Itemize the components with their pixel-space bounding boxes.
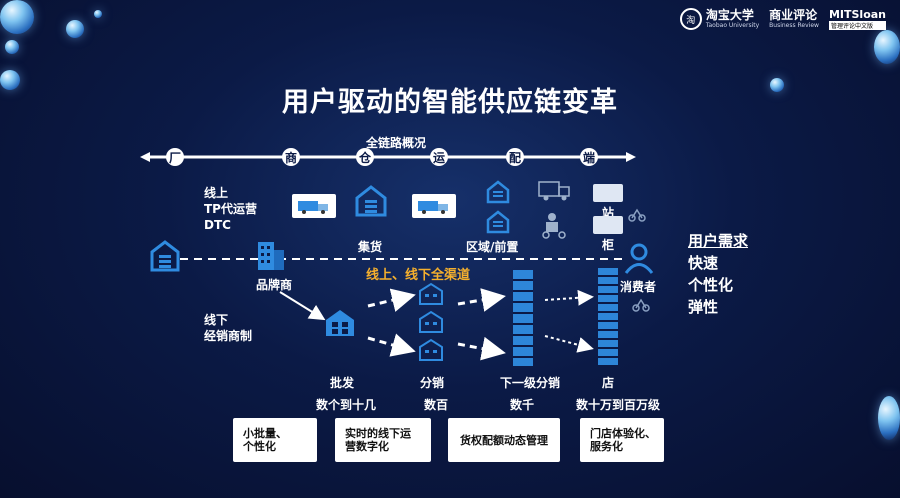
count-wholesale: 数个到十几	[316, 398, 377, 412]
arrow-brand-wholesale	[279, 291, 326, 321]
online-label: 线上 TP代运营 DTC	[204, 186, 257, 232]
station-icon	[593, 184, 623, 202]
delivery-van-icon	[538, 181, 570, 201]
requirement-item: 弹性	[688, 298, 719, 316]
decor-bubble	[66, 20, 84, 38]
distributor-stack	[418, 282, 444, 366]
brand-label: 品牌商	[256, 278, 293, 292]
consumer-label: 消费者	[620, 280, 657, 294]
chain-node-warehouse: 仓	[356, 148, 374, 166]
taobao-seal-icon: 淘	[679, 8, 702, 30]
requirement-item: 个性化	[688, 276, 734, 294]
channel-label: 线上、线下全渠道	[366, 268, 471, 283]
decor-bubble	[0, 0, 34, 34]
review-en: Business Review	[769, 22, 819, 29]
requirements-panel: 用户需求 快速 个性化 弹性	[688, 230, 748, 318]
dian-label: 店	[602, 376, 615, 390]
factory-icon	[150, 240, 180, 272]
count-next-level: 数千	[510, 398, 535, 412]
brand-building-icon	[258, 242, 284, 270]
decor-bubble	[878, 396, 900, 440]
xiayiji-label: 下一级分销	[500, 376, 561, 390]
arrow-next-2	[457, 336, 506, 361]
chain-heading: 全链路概况	[366, 136, 427, 150]
count-store: 数十万到百万级	[576, 398, 661, 412]
regional-warehouse-icon	[486, 180, 510, 204]
courier-icon	[542, 213, 566, 239]
quyu-label: 区域/前置	[466, 240, 519, 254]
decor-bubble	[874, 30, 900, 64]
taobao-logo: 淘 淘宝大学 Taobao University	[679, 8, 760, 30]
scooter-icon	[632, 298, 650, 312]
mit-name: MITSloan	[828, 8, 886, 21]
decor-bubble	[0, 70, 20, 90]
mit-logo: MITSloan 管理评论中文版	[828, 8, 886, 30]
requirements-title: 用户需求	[688, 232, 749, 250]
gui-label: 柜	[602, 238, 615, 252]
pifa-label: 批发	[330, 376, 355, 390]
review-logo: 商业评论 Business Review	[769, 8, 819, 30]
chain-node-transport: 运	[430, 148, 448, 166]
review-name: 商业评论	[769, 8, 818, 22]
arrow-store-1	[544, 289, 594, 306]
logo-bar: 淘 淘宝大学 Taobao University 商业评论 Business R…	[679, 8, 886, 30]
arrow-dist-2	[367, 333, 416, 357]
chain-node-factory: 厂	[166, 148, 184, 166]
requirement-item: 快速	[688, 254, 719, 272]
decor-bubble	[5, 40, 19, 54]
feature-box: 实时的线下运 营数字化	[335, 418, 431, 462]
scooter-icon	[628, 208, 646, 222]
taobao-name: 淘宝大学	[705, 8, 754, 22]
chain-node-delivery: 配	[506, 148, 524, 166]
page-title: 用户驱动的智能供应链变革	[282, 87, 618, 118]
fenxiao-label: 分销	[420, 376, 445, 390]
feature-box: 门店体验化、 服务化	[580, 418, 664, 462]
next-level-tower	[513, 270, 533, 366]
store-tower	[598, 268, 618, 366]
chain-node-merchant: 商	[282, 148, 300, 166]
offline-label: 线下 经销商制	[204, 313, 253, 343]
chain-arrow-left	[140, 152, 150, 162]
count-distribute: 数百	[424, 398, 449, 412]
feature-box: 货权配额动态管理	[448, 418, 560, 462]
arrow-store-2	[544, 335, 594, 353]
warehouse-icon	[355, 185, 387, 217]
locker-icon	[593, 216, 623, 234]
truck-icon	[412, 194, 456, 218]
consumer-icon	[624, 243, 654, 274]
chain-arrow-right	[626, 152, 636, 162]
arrow-next-1	[457, 288, 506, 312]
decor-bubble	[94, 10, 102, 18]
jihuo-label: 集货	[358, 240, 383, 254]
arrow-dist-1	[367, 288, 416, 312]
mit-sub: 管理评论中文版	[828, 21, 886, 30]
feature-box: 小批量、 个性化	[233, 418, 317, 462]
taobao-en: Taobao University	[705, 22, 760, 29]
chain-node-endpoint: 端	[580, 148, 598, 166]
regional-warehouse-icon	[486, 210, 510, 234]
decor-bubble	[770, 78, 784, 92]
wholesaler-icon	[326, 310, 354, 336]
truck-icon	[292, 194, 336, 218]
